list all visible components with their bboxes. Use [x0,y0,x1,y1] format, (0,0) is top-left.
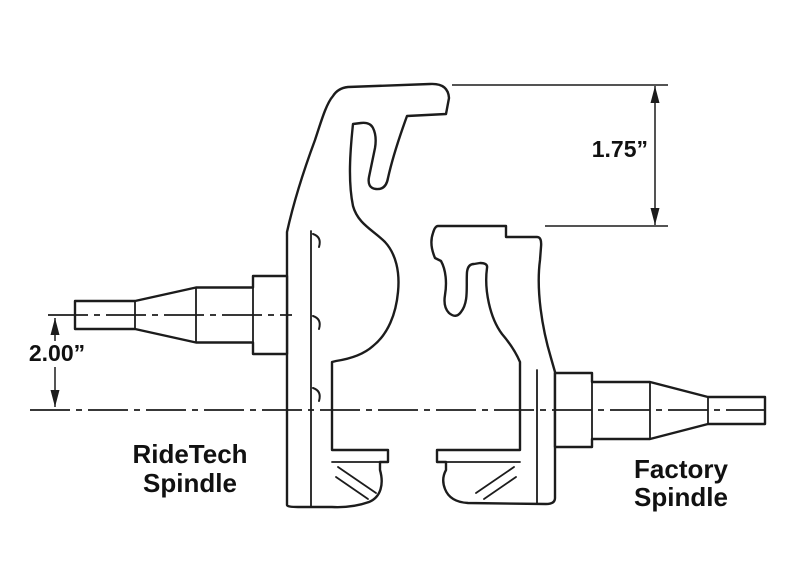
factory-detail-lines [445,369,709,504]
dimension-arm-height: 1.75” [452,84,668,227]
ridetech-label-line1: RideTech [132,439,247,469]
dimension-text-mask [18,341,98,367]
arrow-down-icon [650,208,660,225]
factory-label: Factory Spindle [634,454,728,512]
dimension-value-spindle-drop: 2.00” [29,340,85,366]
dimension-spindle-drop: 2.00” [18,318,98,407]
ridetech-body-and-arm [285,82,451,509]
factory-label-line1: Factory [634,454,728,484]
ridetech-label: RideTech Spindle [132,439,247,498]
factory-label-line2: Spindle [634,482,728,512]
arrow-down-icon [50,390,60,407]
ridetech-label-line2: Spindle [143,468,237,498]
dimension-value-arm-height: 1.75” [592,136,648,162]
arrow-up-icon [650,86,660,103]
ridetech-spindle-drawing [73,82,451,509]
arrow-up-icon [50,318,60,335]
